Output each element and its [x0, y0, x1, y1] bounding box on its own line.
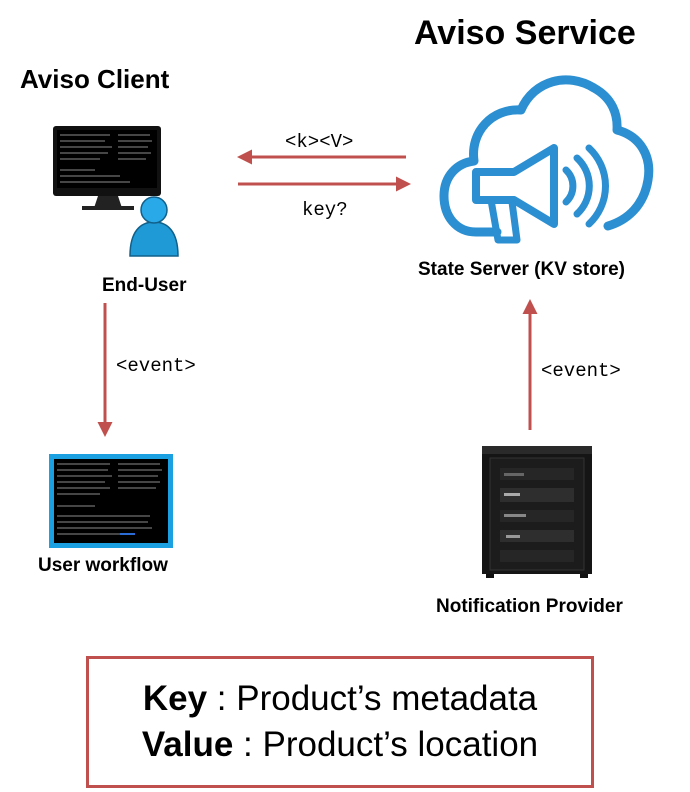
computer-monitor-icon	[53, 126, 161, 210]
end-user-label: End-User	[102, 275, 187, 296]
event-client-label: <event>	[116, 355, 196, 377]
cloud-megaphone-icon	[439, 75, 654, 244]
workflow-monitor-icon	[49, 454, 173, 548]
key-value-legend: Key : Product’s metadata Value : Product…	[86, 656, 594, 788]
state-server-label: State Server (KV store)	[418, 259, 625, 280]
key-arrow-label: key?	[302, 199, 348, 221]
server-rack-icon	[482, 446, 592, 578]
kv-arrow-label: <k><V>	[285, 131, 354, 153]
user-icon	[129, 196, 179, 257]
value-description: Product’s location	[262, 725, 539, 764]
value-legend-line: Value : Product’s location	[142, 722, 538, 768]
key-separator: :	[207, 678, 237, 718]
client-title: Aviso Client	[20, 64, 170, 94]
service-title: Aviso Service	[414, 14, 636, 52]
user-workflow-label: User workflow	[38, 555, 168, 576]
value-separator: :	[233, 725, 263, 764]
key-description: Product’s metadata	[236, 678, 538, 718]
notification-provider-label: Notification Provider	[436, 596, 623, 617]
key-legend-line: Key : Product’s metadata	[143, 676, 537, 722]
event-provider-label: <event>	[541, 360, 621, 382]
key-term: Key	[142, 678, 208, 718]
value-term: Value	[141, 725, 234, 764]
